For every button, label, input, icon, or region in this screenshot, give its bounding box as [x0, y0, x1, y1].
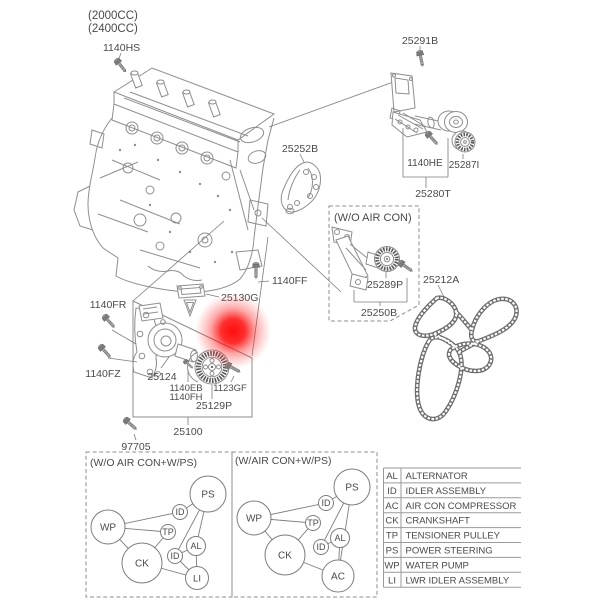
legend-desc: CRANKSHAFT — [406, 516, 471, 527]
label-25124: 25124 — [147, 371, 176, 383]
pulley-CK: CK — [135, 559, 149, 570]
pulley-TP: TP — [307, 518, 319, 528]
tensioner-assembly-drawing: 25291B 1140HE 25287I 25280T — [389, 35, 480, 200]
label-25100: 25100 — [173, 426, 202, 438]
pulley-TP: TP — [162, 527, 174, 537]
legend-code: WP — [384, 560, 399, 571]
legend-code: AL — [386, 471, 398, 482]
legend-code: AC — [385, 501, 398, 512]
engine-drawing — [73, 67, 276, 293]
label-25129P: 25129P — [196, 400, 232, 412]
pulley-AL: AL — [190, 541, 201, 551]
belt-routing-box-2: (W/AIR CON+W/PS) PS ID WP TP AL ID CK AC — [231, 451, 378, 598]
belt-diagram-2-title: (W/AIR CON+W/PS) — [235, 455, 332, 467]
pulley-ID2: ID — [171, 551, 181, 561]
bracket-25252B-drawing: 25252B — [280, 143, 321, 215]
engine-cc-note-2000: (2000CC) — [88, 10, 138, 22]
label-25212A: 25212A — [423, 274, 459, 286]
legend-desc: WATER PUMP — [406, 560, 469, 571]
label-1140HE: 1140HE — [407, 158, 443, 169]
belt-routing-box-1: (W/O AIR CON+W/PS) PS ID WP TP AL ID CK … — [85, 451, 233, 598]
pulley-LI: LI — [193, 574, 201, 585]
label-1140HS: 1140HS — [103, 42, 140, 54]
bolt-1140FZ — [96, 342, 114, 360]
pulley-ID: ID — [322, 498, 332, 508]
wo-air-con-box: (W/O AIR CON) 25289P 25250B — [328, 205, 420, 322]
legend-desc: ALTERNATOR — [406, 471, 468, 482]
legend-code: CK — [385, 516, 399, 527]
label-25289P: 25289P — [367, 279, 403, 291]
pulley-AC: AC — [331, 572, 345, 583]
engine-cc-note-2400: (2400CC) — [88, 23, 138, 35]
legend-code: TP — [386, 531, 398, 542]
legend-desc: AIR CON COMPRESSOR — [406, 501, 517, 512]
pulley-CK: CK — [278, 551, 292, 562]
legend-desc: LWR IDLER ASSEMBLY — [406, 575, 510, 586]
legend-table: AL ALTERNATOR ID IDLER ASSEMBLY AC AIR C… — [383, 467, 521, 588]
label-1140FH: 1140FH — [169, 392, 202, 403]
bolt-25291B — [415, 49, 427, 68]
bolt-1140FR — [100, 312, 118, 330]
legend-desc: TENSIONER PULLEY — [406, 531, 501, 542]
label-25252B: 25252B — [282, 143, 318, 155]
label-25280T: 25280T — [415, 188, 451, 200]
pulley-WP: WP — [100, 523, 116, 534]
legend-code: LI — [388, 575, 396, 586]
wo-air-con-title: (W/O AIR CON) — [334, 212, 412, 224]
label-1140FZ: 1140FZ — [85, 368, 121, 380]
pulley-WP: WP — [246, 514, 262, 525]
serpentine-belt-drawing: 25212A — [412, 274, 519, 422]
legend-code: PS — [386, 546, 399, 557]
label-1123GF: 1123GF — [213, 383, 247, 394]
label-97705: 97705 — [121, 441, 150, 453]
pulley-ID: ID — [176, 507, 186, 517]
bolt-1140HS — [112, 56, 129, 75]
bolt-97705 — [121, 415, 139, 433]
legend-desc: IDLER ASSEMBLY — [406, 486, 487, 497]
label-1140FF: 1140FF — [272, 275, 307, 287]
pulley-ID2: ID — [317, 542, 327, 552]
legend-code: ID — [387, 486, 397, 497]
red-highlight-blob — [195, 293, 271, 369]
bolt-25289P — [396, 258, 415, 275]
water-pump-group: 1140FF 25130G 1140F — [85, 262, 307, 453]
label-25287I: 25287I — [449, 160, 480, 171]
pulley-PS: PS — [201, 490, 215, 501]
pulley-PS: PS — [345, 483, 359, 494]
label-1140FR: 1140FR — [90, 299, 127, 311]
pulley-AL: AL — [334, 533, 345, 543]
bolt-1140FF — [252, 262, 260, 279]
bolt-1140HE — [423, 129, 441, 147]
label-25250B: 25250B — [361, 307, 397, 319]
belt-diagram-1-title: (W/O AIR CON+W/PS) — [90, 457, 197, 469]
label-25291B: 25291B — [402, 35, 438, 47]
label-1140EB: 1140EB — [169, 383, 202, 394]
legend-desc: POWER STEERING — [406, 546, 493, 557]
